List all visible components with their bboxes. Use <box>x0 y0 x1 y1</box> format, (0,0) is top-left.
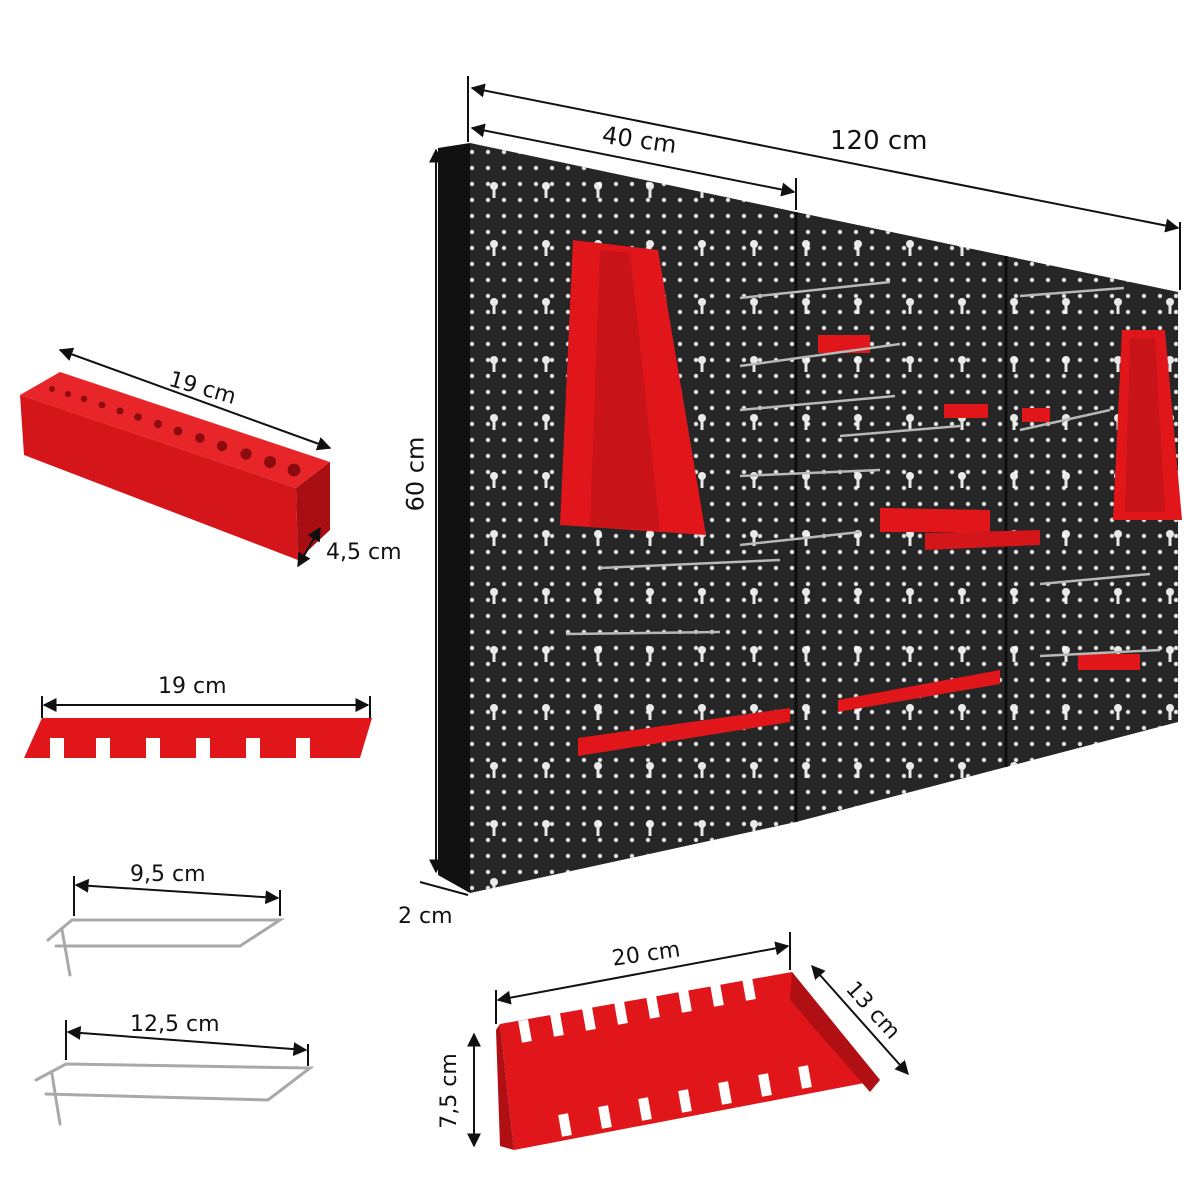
hook-short-length-label: 9,5 cm <box>130 862 206 887</box>
hook-long-length-label: 12,5 cm <box>130 1012 220 1037</box>
drill-holder-height-label: 4,5 cm <box>326 540 402 565</box>
board-dimension-lines <box>419 76 1181 896</box>
wrench-holder-height-label: 7,5 cm <box>436 1053 462 1129</box>
peg-hook-short-icon <box>46 876 286 977</box>
mounted-hooks <box>565 280 1161 658</box>
mounted-small-bins <box>818 335 1140 670</box>
peg-hook-long-icon <box>34 1020 315 1126</box>
depth-label: 2 cm <box>398 904 453 929</box>
mounted-screwdriver-racks <box>578 670 1000 756</box>
drill-bit-holder-icon <box>20 347 332 568</box>
height-label: 60 cm <box>401 436 430 512</box>
mounted-shelf <box>880 508 1040 550</box>
mounted-wrench-holder-right <box>1113 330 1182 520</box>
mounted-wrench-holder-large <box>560 240 706 535</box>
pegboard-panel-icon <box>438 143 1178 893</box>
screwdriver-rack-length-label: 19 cm <box>158 674 227 699</box>
screwdriver-rack-icon <box>24 696 372 760</box>
wrench-holder-icon <box>467 932 909 1150</box>
total-width-label: 120 cm <box>830 126 928 156</box>
